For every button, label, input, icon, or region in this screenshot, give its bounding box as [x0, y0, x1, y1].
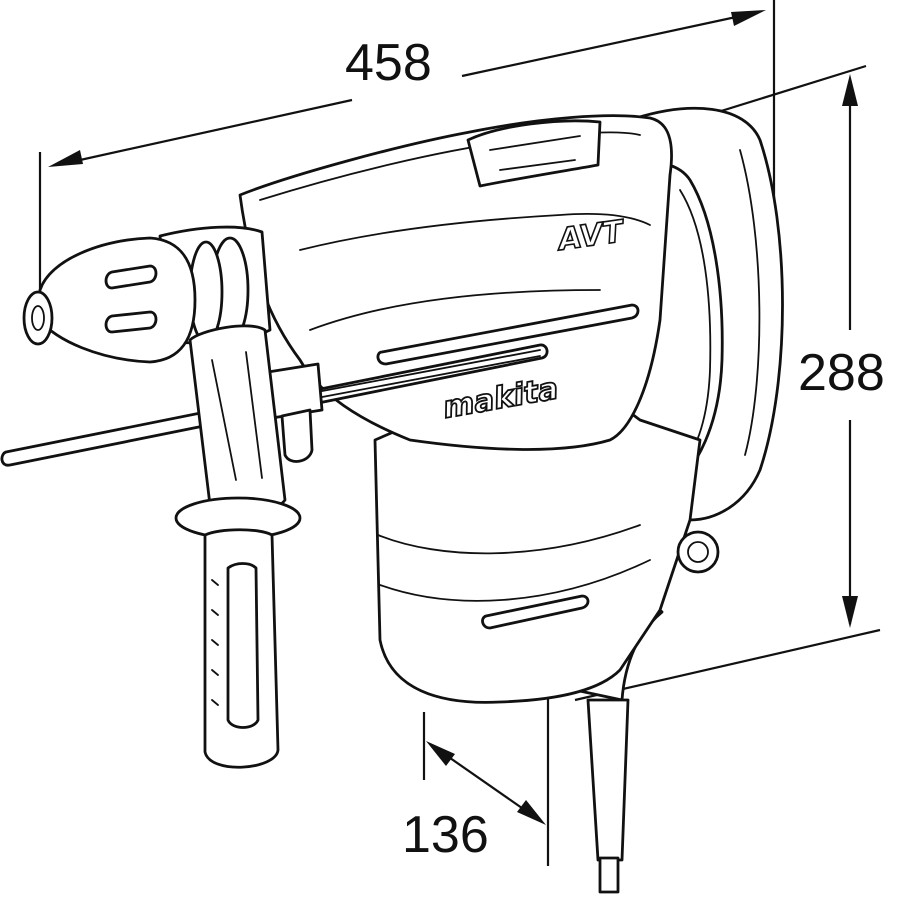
- height-arrow-bottom: [842, 596, 858, 628]
- dimension-width-group: 136: [402, 575, 550, 866]
- length-arrow-left: [48, 150, 83, 167]
- chuck-assembly: [22, 225, 272, 364]
- length-arrow-right: [731, 10, 766, 26]
- chuck-grip-slot-b: [104, 310, 158, 334]
- height-dimension-label: 288: [798, 344, 885, 402]
- clamp-body: [266, 362, 324, 420]
- chuck-nose: [22, 290, 54, 346]
- length-dimension-line-a: [61, 98, 353, 166]
- clamp-knob: [280, 408, 314, 463]
- width-arrow-left: [426, 741, 455, 766]
- dimension-height-group: 288: [574, 64, 885, 702]
- rear-handle-grip: [628, 106, 784, 522]
- side-handle-grip-ribs: [211, 579, 219, 706]
- cord-jacket: [586, 698, 630, 862]
- mode-dial-inner: [687, 541, 709, 563]
- width-arrow-right: [517, 800, 546, 825]
- length-dimension-line-b: [461, 12, 751, 78]
- side-handle-yoke-inner: [211, 351, 263, 481]
- top-switch-detail: [489, 135, 581, 171]
- height-extension-bottom: [574, 628, 881, 702]
- chuck-sleeve: [38, 236, 197, 364]
- width-dimension-label: 136: [402, 806, 489, 864]
- length-dimension-label: 458: [345, 34, 432, 92]
- side-handle-yoke: [188, 324, 287, 515]
- motor-housing-band-bottom: [379, 559, 651, 602]
- vent-slot: [481, 594, 590, 630]
- motor-housing-band-top: [377, 524, 641, 555]
- depth-gauge-clamp: [266, 362, 324, 463]
- gear-housing-side-contour: [299, 213, 651, 251]
- dimension-length-group: 458: [38, 0, 776, 330]
- chuck-bit-opening: [31, 305, 45, 331]
- cord-end: [598, 856, 620, 894]
- side-handle-grip-insert: [226, 562, 260, 729]
- side-handle: [174, 324, 302, 769]
- main-body: AVT makita: [238, 114, 673, 451]
- gear-housing-lower-contour: [309, 289, 601, 331]
- height-arrow-top: [842, 74, 858, 106]
- rear-handle-grip-line: [739, 149, 761, 456]
- mode-dial: [676, 530, 720, 574]
- side-stripe: [376, 303, 640, 366]
- chuck-grip-slot-a: [104, 264, 158, 290]
